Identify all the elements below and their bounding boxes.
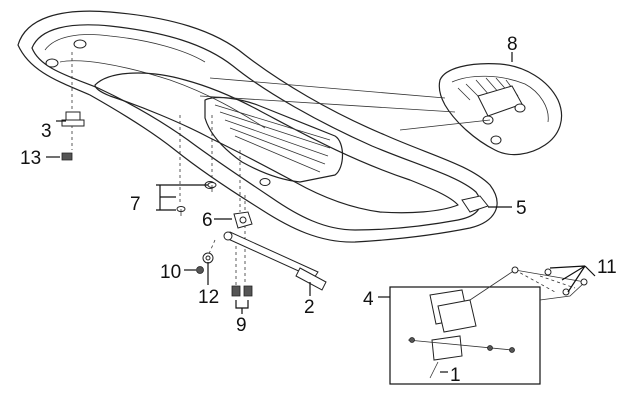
inset-detail-box xyxy=(389,266,588,385)
callout-2: 2 xyxy=(304,297,315,318)
hardware-parts xyxy=(61,111,327,297)
callout-4: 4 xyxy=(363,289,374,310)
callout-5: 5 xyxy=(516,198,527,219)
callout-9: 9 xyxy=(236,315,247,336)
callout-7: 7 xyxy=(130,194,141,215)
leader-lines xyxy=(46,52,596,373)
seat-body xyxy=(17,10,498,243)
callout-12: 12 xyxy=(198,287,219,308)
callout-8: 8 xyxy=(507,34,518,55)
tail-cover-part xyxy=(438,63,563,156)
callout-6: 6 xyxy=(202,210,213,231)
callout-1: 1 xyxy=(450,365,461,386)
callout-13: 13 xyxy=(20,148,41,169)
callout-3: 3 xyxy=(41,121,52,142)
callout-11: 11 xyxy=(597,257,617,278)
callout-labels: 1 2 3 4 5 6 7 8 9 10 11 12 13 xyxy=(20,34,617,386)
assembly-guide-lines xyxy=(71,52,491,285)
callout-10: 10 xyxy=(160,262,181,283)
